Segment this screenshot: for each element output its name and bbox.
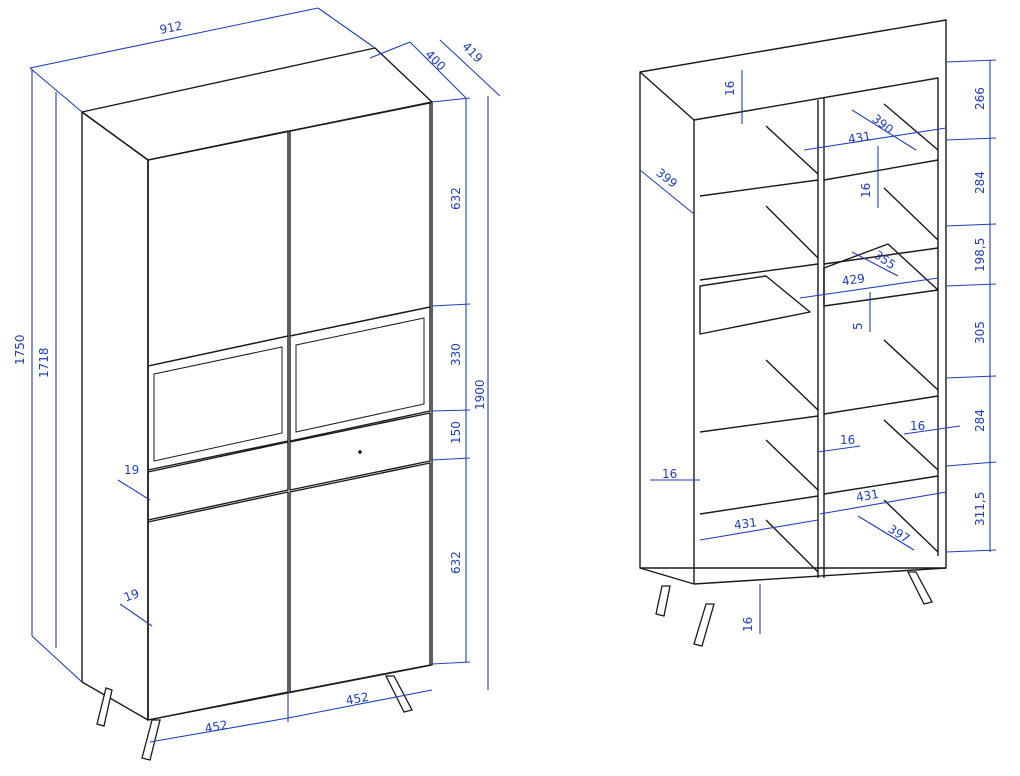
leg-front-right <box>906 571 933 605</box>
glass-door-left <box>147 335 289 471</box>
shelves <box>699 103 939 573</box>
dim-shelf-thick-a: 16 <box>859 183 873 198</box>
leg-front-right <box>384 675 413 713</box>
cabinet-top-face <box>81 47 433 161</box>
glass-shelf-left <box>699 275 811 335</box>
door-lower-right <box>289 462 431 693</box>
dim-h3: 198,5 <box>973 238 987 272</box>
dim-h6: 311,5 <box>973 492 987 526</box>
left-dimensions: 912 400 419 1750 1718 632 330 150 632 19… <box>13 7 501 743</box>
dim-shelf-width-b: 431 <box>855 487 880 505</box>
dim-bottom-panel: 16 <box>741 617 755 632</box>
dim-drawer: 150 <box>449 421 463 444</box>
dim-glass-depth: 355 <box>871 248 898 272</box>
dim-gap-lower: 19 <box>122 586 141 604</box>
door-lower-left <box>147 491 289 721</box>
leg-back-left <box>655 585 671 617</box>
dim-h5: 284 <box>973 409 987 432</box>
dim-gap-upper: 19 <box>124 463 139 477</box>
door-upper-right <box>289 102 431 337</box>
dim-h2: 284 <box>973 171 987 194</box>
dim-h1: 266 <box>973 87 987 110</box>
glass-shelf-right <box>823 243 939 307</box>
leg-back-left <box>96 687 113 727</box>
dim-glass-thick: 5 <box>851 322 865 330</box>
dim-base-right: 452 <box>345 690 370 708</box>
dim-height-body: 1718 <box>37 347 51 378</box>
shelving-right-view <box>639 19 947 647</box>
dim-height-cabinet: 1750 <box>13 334 27 365</box>
dim-top-panel: 16 <box>723 81 737 96</box>
dim-shelf-width-c: 431 <box>733 515 758 532</box>
dim-shelf-depth-c: 397 <box>886 522 913 546</box>
dim-h4: 305 <box>973 321 987 344</box>
dim-glass: 330 <box>449 343 463 366</box>
dim-width: 912 <box>158 19 183 37</box>
dim-base-left: 452 <box>204 718 229 736</box>
glass-door-right <box>289 306 431 442</box>
drawer-knob-icon <box>358 450 362 454</box>
shelf-outer-frame <box>639 19 947 569</box>
leg-front-left <box>141 719 161 761</box>
dim-right-side: 16 <box>910 419 925 433</box>
dim-glass-width: 429 <box>841 271 866 288</box>
cabinet-side-face <box>81 111 149 721</box>
door-upper-left <box>147 130 289 367</box>
dim-depth-side: 399 <box>653 166 680 191</box>
dim-door-bottom: 632 <box>449 551 463 574</box>
dim-shelf-depth-a: 390 <box>869 112 896 137</box>
dim-mid-divider: 16 <box>840 433 855 447</box>
dim-height-total: 1900 <box>473 379 487 410</box>
leg-front-left <box>693 603 715 647</box>
drawer-left <box>147 441 289 521</box>
dim-depth-top: 400 <box>422 47 448 73</box>
drawer-right <box>289 412 431 491</box>
dim-door-top: 632 <box>449 187 463 210</box>
dim-shelf-width-a: 431 <box>847 129 872 147</box>
dim-left-side: 16 <box>662 467 677 481</box>
cabinet-left-view <box>81 47 433 761</box>
